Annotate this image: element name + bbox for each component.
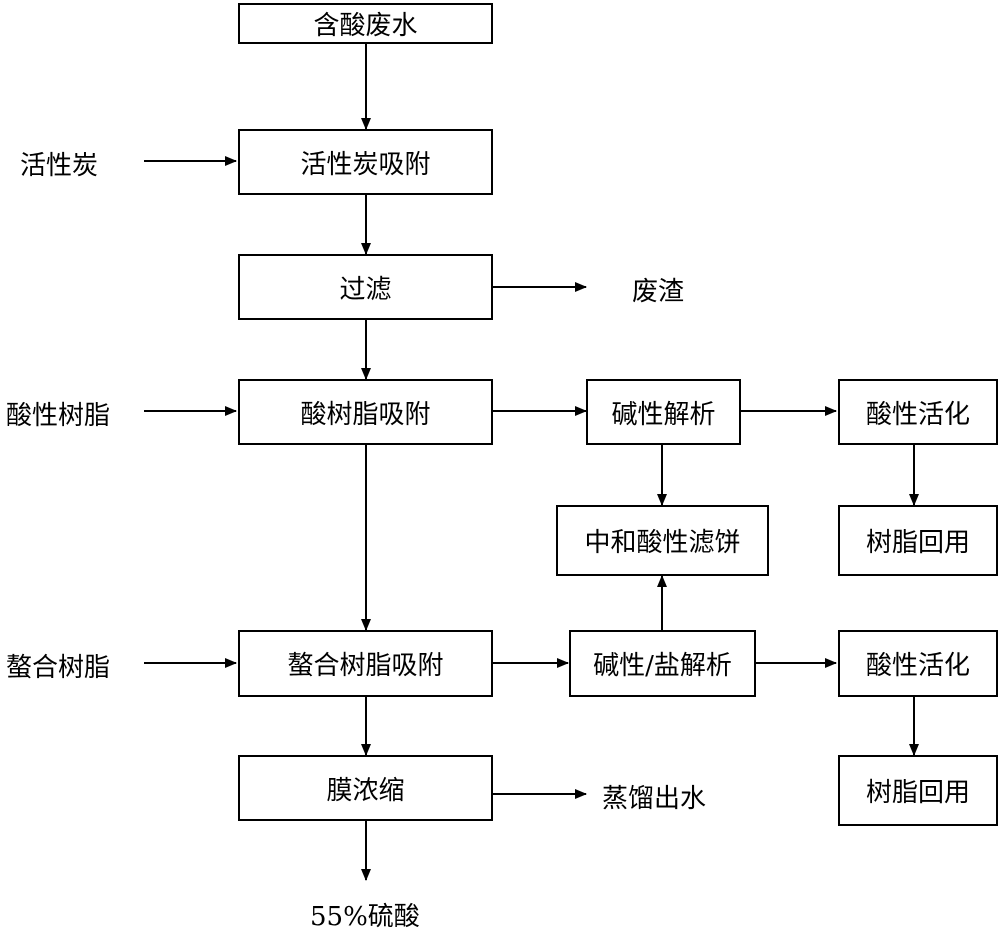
box-carbon-adsorption: 活性炭吸附 bbox=[238, 129, 493, 195]
box-acid-activation-1: 酸性活化 bbox=[838, 379, 998, 445]
box-chelating-resin-adsorption: 螯合树脂吸附 bbox=[238, 630, 493, 697]
box-resin-reuse-1: 树脂回用 bbox=[838, 505, 998, 576]
box-resin-reuse-2: 树脂回用 bbox=[838, 755, 998, 826]
label-waste-residue: 废渣 bbox=[632, 277, 685, 307]
box-alkaline-salt-desorption: 碱性/盐解析 bbox=[569, 630, 756, 697]
box-alkaline-desorption: 碱性解析 bbox=[586, 379, 741, 445]
box-neutralized-filter-cake: 中和酸性滤饼 bbox=[556, 505, 769, 576]
box-acid-resin-adsorption: 酸树脂吸附 bbox=[238, 379, 493, 445]
label-activated-carbon: 活性炭 bbox=[20, 151, 99, 181]
label-distilled-water: 蒸馏出水 bbox=[602, 784, 707, 814]
label-acidic-resin: 酸性树脂 bbox=[6, 401, 111, 431]
box-filtration: 过滤 bbox=[238, 254, 493, 320]
label-chelating-resin: 螯合树脂 bbox=[6, 653, 111, 683]
box-membrane-concentration: 膜浓缩 bbox=[238, 755, 493, 821]
label-sulfuric-acid: 55%硫酸 bbox=[310, 902, 420, 932]
box-acid-wastewater: 含酸废水 bbox=[238, 3, 493, 44]
box-acid-activation-2: 酸性活化 bbox=[838, 630, 998, 697]
